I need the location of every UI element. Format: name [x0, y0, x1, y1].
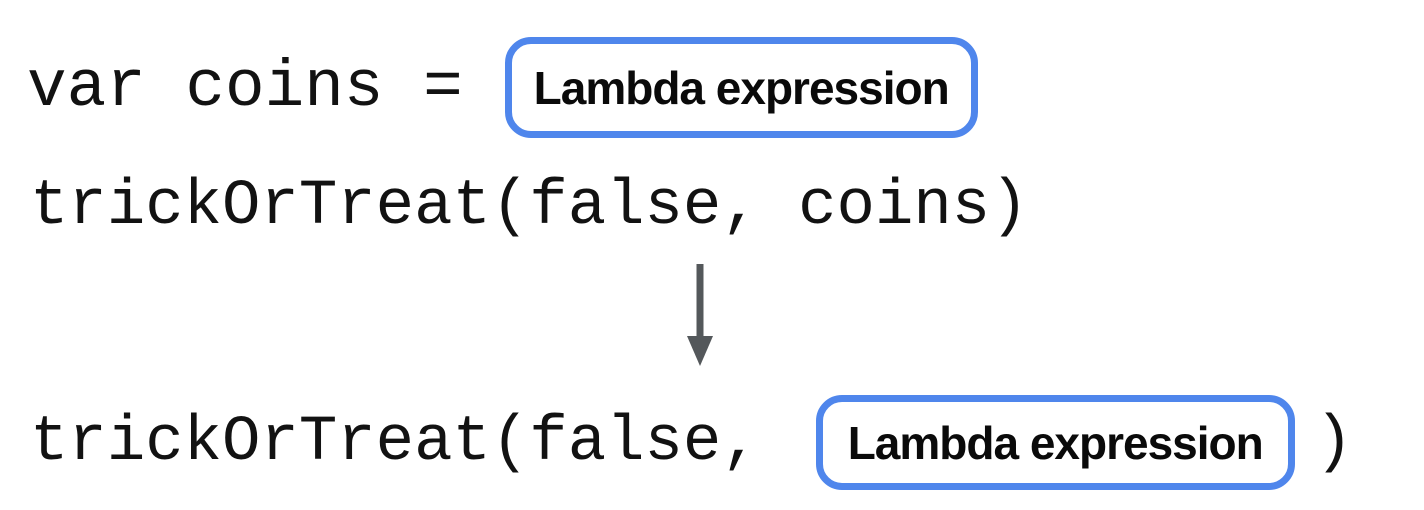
down-arrow-icon [687, 264, 713, 366]
assignment-code: var coins = [27, 50, 463, 125]
lambda-pill-argument-label: Lambda expression [847, 416, 1264, 469]
lambda-pill-assignment-label: Lambda expression [533, 61, 950, 114]
call-line-after: trickOrTreat(false, Lambda expression ) [30, 395, 1353, 490]
lambda-pill-assignment: Lambda expression [504, 37, 978, 138]
closing-paren: ) [1314, 406, 1354, 479]
call-after-code-open: trickOrTreat(false, [30, 406, 760, 479]
call-line-before: trickOrTreat(false, coins) [30, 171, 1029, 243]
assignment-line: var coins = Lambda expression [27, 37, 978, 138]
lambda-pill-argument: Lambda expression [815, 395, 1295, 490]
call-before-code: trickOrTreat(false, coins) [30, 171, 1029, 243]
